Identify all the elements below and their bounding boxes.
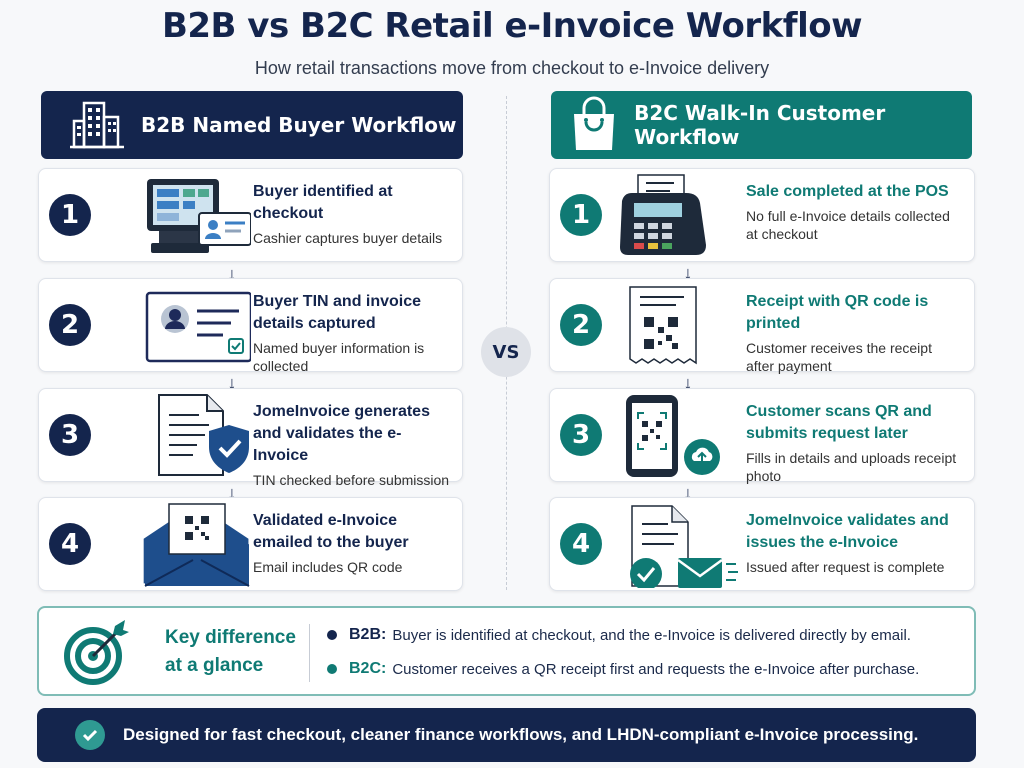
target-icon — [63, 618, 131, 686]
step-title: Sale completed at the POS — [746, 183, 949, 200]
pos-terminal-icon — [101, 173, 252, 259]
vs-badge: VS — [481, 327, 531, 377]
step-title: Buyer TIN and invoice details captured — [253, 293, 422, 332]
key-b2b-label: B2B: — [349, 626, 387, 643]
phone-qr-upload-icon — [612, 393, 762, 479]
b2c-step-4: 4 JomeInvoice validates and issues the e… — [549, 497, 975, 591]
b2c-step-1: 1 Sale completed at the POS No full e-In… — [549, 168, 975, 262]
b2b-bullet — [327, 630, 337, 640]
page-subtitle: How retail transactions move from checko… — [254, 58, 770, 78]
b2c-header: B2C Walk-In Customer Workflow — [551, 91, 972, 159]
office-building-icon — [63, 95, 133, 155]
step-number: 3 — [560, 414, 602, 456]
b2b-step-1: 1 Buyer identified at checkout Cashier c… — [38, 168, 463, 262]
b2b-step-3: 3 JomeInvoice generates and validates th… — [38, 388, 463, 488]
step-description: Cashier captures buyer details — [253, 230, 443, 246]
qr-receipt-icon — [612, 283, 762, 369]
flow-arrow-icon: ↓ — [683, 373, 693, 393]
b2b-step-2: 2 Buyer TIN and invoice details captured… — [38, 278, 463, 374]
step-title: JomeInvoice validates and issues the e-I… — [746, 512, 949, 551]
flow-arrow-icon: ↓ — [227, 264, 237, 284]
step-number: 1 — [560, 194, 602, 236]
buyer-id-card-icon — [101, 283, 253, 369]
shopping-bag-icon — [561, 95, 626, 155]
key-row-b2c: B2C: Customer receives a QR receipt firs… — [327, 660, 919, 678]
step-title: Buyer identified at checkout — [253, 183, 393, 222]
step-title: Receipt with QR code is printed — [746, 293, 929, 332]
b2c-bullet — [327, 664, 337, 674]
step-title: Validated e-Invoice emailed to the buyer — [253, 512, 409, 551]
document-check-email-icon — [612, 502, 762, 590]
page-title: B2B vs B2C Retail e-Invoice Workflow — [161, 6, 863, 46]
b2b-header-label: B2B Named Buyer Workflow — [141, 113, 457, 137]
key-row-b2b: B2B: Buyer is identified at checkout, an… — [327, 626, 911, 644]
card-terminal-icon — [612, 173, 762, 259]
step-number: 2 — [560, 304, 602, 346]
flow-arrow-icon: ↓ — [683, 483, 693, 503]
flow-arrow-icon: ↓ — [227, 483, 237, 503]
b2c-step-3: 3 Customer scans QR and submits request … — [549, 388, 975, 484]
step-description: Email includes QR code — [253, 559, 403, 575]
step-number: 3 — [49, 414, 91, 456]
key-b2c-text: Customer receives a QR receipt first and… — [392, 660, 920, 678]
step-number: 2 — [49, 304, 91, 346]
key-difference-box: Key difference at a glance B2B: Buyer is… — [37, 606, 976, 696]
footer-text: Designed for fast checkout, cleaner fina… — [123, 725, 919, 744]
step-description: Named buyer information is collected — [253, 340, 425, 374]
flow-arrow-icon: ↓ — [683, 263, 693, 283]
step-description: TIN checked before submission — [253, 472, 450, 488]
b2c-step-2: 2 Receipt with QR code is printed Custom… — [549, 278, 975, 374]
email-qr-icon — [101, 502, 251, 588]
step-description: Fills in details and uploads receipt pho… — [746, 450, 957, 484]
b2c-header-label: B2C Walk-In Customer Workflow — [634, 101, 886, 149]
step-title: JomeInvoice generates and validates the … — [253, 403, 430, 464]
step-description: No full e-Invoice details collected at c… — [746, 208, 950, 242]
step-number: 4 — [49, 523, 91, 565]
key-separator — [309, 624, 310, 682]
step-description: Issued after request is complete — [746, 559, 945, 575]
key-b2b-text: Buyer is identified at checkout, and the… — [392, 626, 911, 644]
check-circle-icon — [75, 720, 105, 750]
key-difference-title: Key difference at a glance — [165, 627, 296, 676]
b2b-step-4: 4 Validated e-Invoice emailed to the buy… — [38, 497, 463, 591]
document-shield-icon — [101, 393, 251, 479]
key-b2c-label: B2C: — [349, 660, 387, 677]
step-description: Customer receives the receipt after paym… — [746, 340, 932, 374]
step-number: 4 — [560, 523, 602, 565]
step-title: Customer scans QR and submits request la… — [746, 403, 932, 442]
b2b-header: B2B Named Buyer Workflow — [41, 91, 463, 159]
flow-arrow-icon: ↓ — [227, 373, 237, 393]
footer-banner: Designed for fast checkout, cleaner fina… — [37, 708, 976, 762]
step-number: 1 — [49, 194, 91, 236]
